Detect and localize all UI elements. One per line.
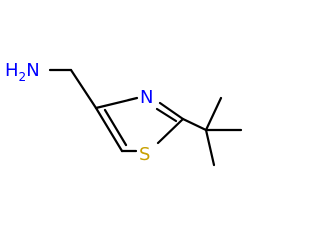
bond-cq-me3 [204,128,216,167]
ring-nitrogen-label: N [140,87,153,108]
bond-cq-me1 [204,96,223,132]
chemical-structure: H2N N S [5,60,243,167]
atom-labels: H2N N S [5,60,153,165]
bond-n3-c4 [94,96,139,110]
bond-c2-n3-inner [155,107,178,123]
bond-c2-n3 [158,101,185,121]
bond-c4-c5-inner [103,108,128,147]
ring-sulfur-label: S [139,144,150,165]
amine-label: H2N [5,60,40,84]
bond-c4-c5 [94,106,124,153]
bonds [48,68,243,167]
bond-c2-cq [181,117,208,132]
bond-ch2-c4 [69,68,98,110]
bond-s-c2 [156,117,185,145]
